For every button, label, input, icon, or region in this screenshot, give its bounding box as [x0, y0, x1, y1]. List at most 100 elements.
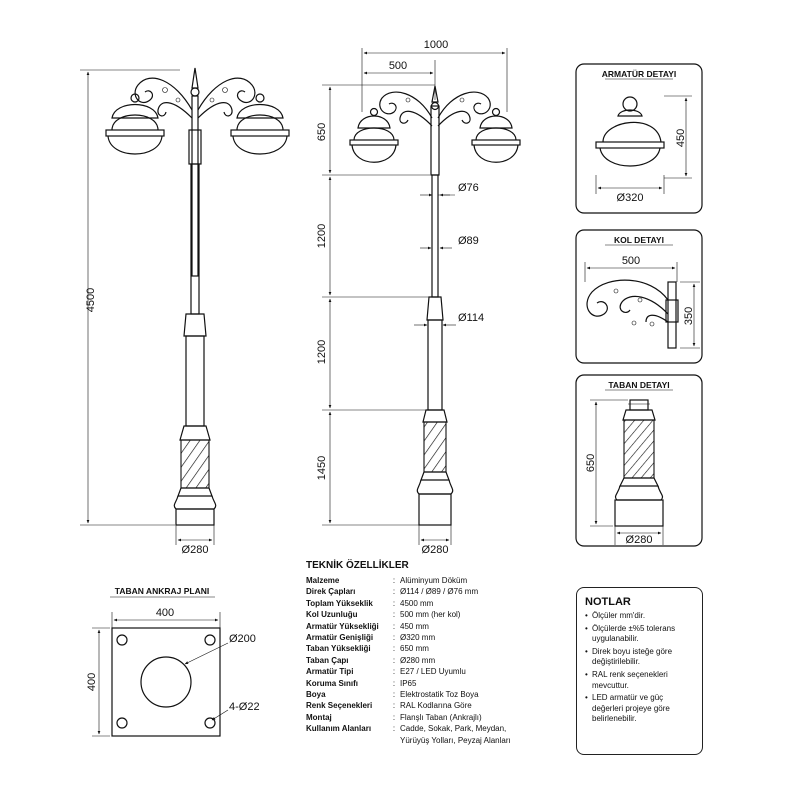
spec-value: Flanşlı Taban (Ankrajlı): [400, 712, 482, 722]
armature-detail: ARMATÜR DETAYI 450 Ø320: [575, 63, 703, 214]
spec-separator: :: [392, 621, 396, 631]
spec-separator: :: [392, 644, 396, 654]
spec-value: IP65: [400, 678, 417, 688]
base-diameter: Ø280: [626, 534, 653, 546]
spec-row: Taban Yüksekliği:650 mm: [306, 643, 566, 654]
spec-separator: :: [392, 701, 396, 711]
note-item: Ölçüler mm'dir.: [585, 611, 696, 622]
spec-value: Ø114 / Ø89 / Ø76 mm: [400, 587, 479, 597]
pole-elevation-left: 4500: [80, 67, 290, 556]
dim-seg-top: 1200: [316, 224, 328, 248]
specs-title: TEKNİK ÖZELLİKLER: [306, 558, 410, 571]
spec-row: Taban Çapı: Ø280 mm: [306, 655, 566, 666]
notes-box: NOTLAR Ölçüler mm'dir. Ölçülerde ±%5 tole…: [576, 587, 703, 755]
dim-seg-base: 1450: [316, 456, 328, 480]
anchor-center-hole: Ø200: [229, 633, 256, 645]
dim-total-width: 1000: [424, 39, 448, 51]
dim-dia-bottom: Ø114: [458, 312, 484, 324]
spec-value: Elektrostatik Toz Boya: [400, 690, 479, 700]
spec-separator: :: [392, 678, 396, 688]
spec-value: RAL Kodlarına Göre: [400, 701, 472, 711]
spec-value: 500 mm (her kol): [400, 610, 461, 620]
anchor-height: 400: [86, 673, 98, 691]
spec-row: Toplam Yükseklik:4500 mm: [306, 598, 566, 609]
notes-list: Ölçüler mm'dir. Ölçülerde ±%5 tolerans uy…: [585, 611, 696, 725]
spec-label: Montaj: [306, 712, 332, 722]
spec-label: Toplam Yükseklik: [306, 598, 373, 608]
spec-value: 4500 mm: [400, 598, 434, 608]
spec-separator: :: [392, 667, 396, 677]
spec-value-continued: Yürüyüş Yolları, Peyzaj Alanları: [400, 735, 511, 745]
anchor-width: 400: [156, 607, 174, 619]
spec-separator: :: [392, 576, 396, 585]
spec-row: Montaj: Flanşlı Taban (Ankrajlı): [306, 712, 566, 723]
spec-row: Koruma Sınıfı: IP65: [306, 678, 566, 689]
note-item: Direk boyu isteğe göre değiştirilebilir.: [585, 647, 696, 668]
spec-separator: :: [392, 587, 396, 597]
dim-dia-mid: Ø89: [458, 235, 479, 247]
spec-value: E27 / LED Uyumlu: [400, 667, 466, 677]
pole-elevation-dimensioned: 1000 500 650 1200 1200 1450: [316, 39, 521, 556]
spec-row: Malzeme: Alüminyum Döküm: [306, 575, 566, 586]
spec-row: Armatür Tipi: E27 / LED Uyumlu: [306, 666, 566, 677]
spec-label: Armatür Tipi: [306, 667, 354, 677]
base-detail-title: TABAN DETAYI: [608, 380, 669, 390]
spec-row: Armatür Yüksekliği:450 mm: [306, 621, 566, 632]
spec-row: Armatür Genişliği: Ø320 mm: [306, 632, 566, 643]
spec-value: Ø280 mm: [400, 655, 436, 665]
dim-base-dia-left: Ø280: [182, 544, 209, 556]
anchor-plan-title: TABAN ANKRAJ PLANI: [115, 586, 209, 596]
spec-label: Koruma Sınıfı: [306, 678, 359, 688]
spec-separator: :: [392, 598, 396, 608]
base-height: 650: [585, 454, 597, 472]
notes-title: NOTLAR: [585, 596, 631, 608]
spec-label: Malzeme: [306, 576, 340, 585]
anchor-plan: TABAN ANKRAJ PLANI 400 400 Ø200 4-Ø22: [86, 586, 260, 737]
dim-arm-width: 500: [389, 60, 407, 72]
spec-separator: :: [392, 712, 396, 722]
spec-label: Renk Seçenekleri: [306, 701, 373, 711]
spec-row: Direk Çapları: Ø114 / Ø89 / Ø76 mm: [306, 586, 566, 597]
spec-row: Kullanım Alanları: Cadde, Sokak, Park, Me…: [306, 723, 566, 734]
spec-separator: :: [392, 633, 396, 643]
spec-separator: :: [392, 690, 396, 700]
dim-seg-lantern: 650: [316, 123, 328, 141]
spec-label: Direk Çapları: [306, 587, 356, 597]
armature-height: 450: [675, 129, 687, 147]
armature-diameter: Ø320: [617, 192, 644, 204]
spec-row: Kol Uzunluğu:500 mm (her kol): [306, 609, 566, 620]
note-item: Ölçülerde ±%5 tolerans uygulanabilir.: [585, 624, 696, 645]
spec-label: Armatür Yüksekliği: [306, 621, 379, 631]
spec-label: Boya: [306, 690, 326, 700]
dim-total-height: 4500: [85, 288, 97, 312]
dim-dia-top: Ø76: [458, 182, 479, 194]
spec-value: 450 mm: [400, 621, 429, 631]
anchor-bolt-holes: 4-Ø22: [229, 701, 260, 713]
base-detail: TABAN DETAYI 650 Ø280: [575, 374, 703, 547]
dim-seg-mid: 1200: [316, 340, 328, 364]
spec-value: 650 mm: [400, 644, 429, 654]
spec-separator: :: [392, 724, 396, 734]
spec-value: Ø320 mm: [400, 633, 436, 643]
arm-detail-title: KOL DETAYI: [614, 235, 664, 245]
spec-row: Renk Seçenekleri: RAL Kodlarına Göre: [306, 700, 566, 711]
spec-label: Kol Uzunluğu: [306, 610, 358, 620]
arm-width: 500: [622, 255, 640, 267]
armature-detail-title: ARMATÜR DETAYI: [602, 69, 676, 79]
note-item: RAL renk seçenekleri mevcuttur.: [585, 670, 696, 691]
spec-label: Armatür Genişliği: [306, 633, 374, 643]
spec-label: Kullanım Alanları: [306, 724, 372, 734]
spec-label: Taban Yüksekliği: [306, 644, 371, 654]
spec-separator: :: [392, 655, 396, 665]
spec-value: Alüminyum Döküm: [400, 576, 468, 585]
dim-base-dia-right: Ø280: [422, 544, 449, 556]
spec-value: Cadde, Sokak, Park, Meydan,: [400, 724, 507, 734]
spec-label: Taban Çapı: [306, 655, 349, 665]
spec-separator: :: [392, 610, 396, 620]
arm-height: 350: [683, 307, 695, 325]
note-item: LED armatür ve güç değerleri projeye gör…: [585, 693, 696, 725]
spec-row: Boya: Elektrostatik Toz Boya: [306, 689, 566, 700]
arm-detail: KOL DETAYI 500 350: [575, 229, 703, 364]
